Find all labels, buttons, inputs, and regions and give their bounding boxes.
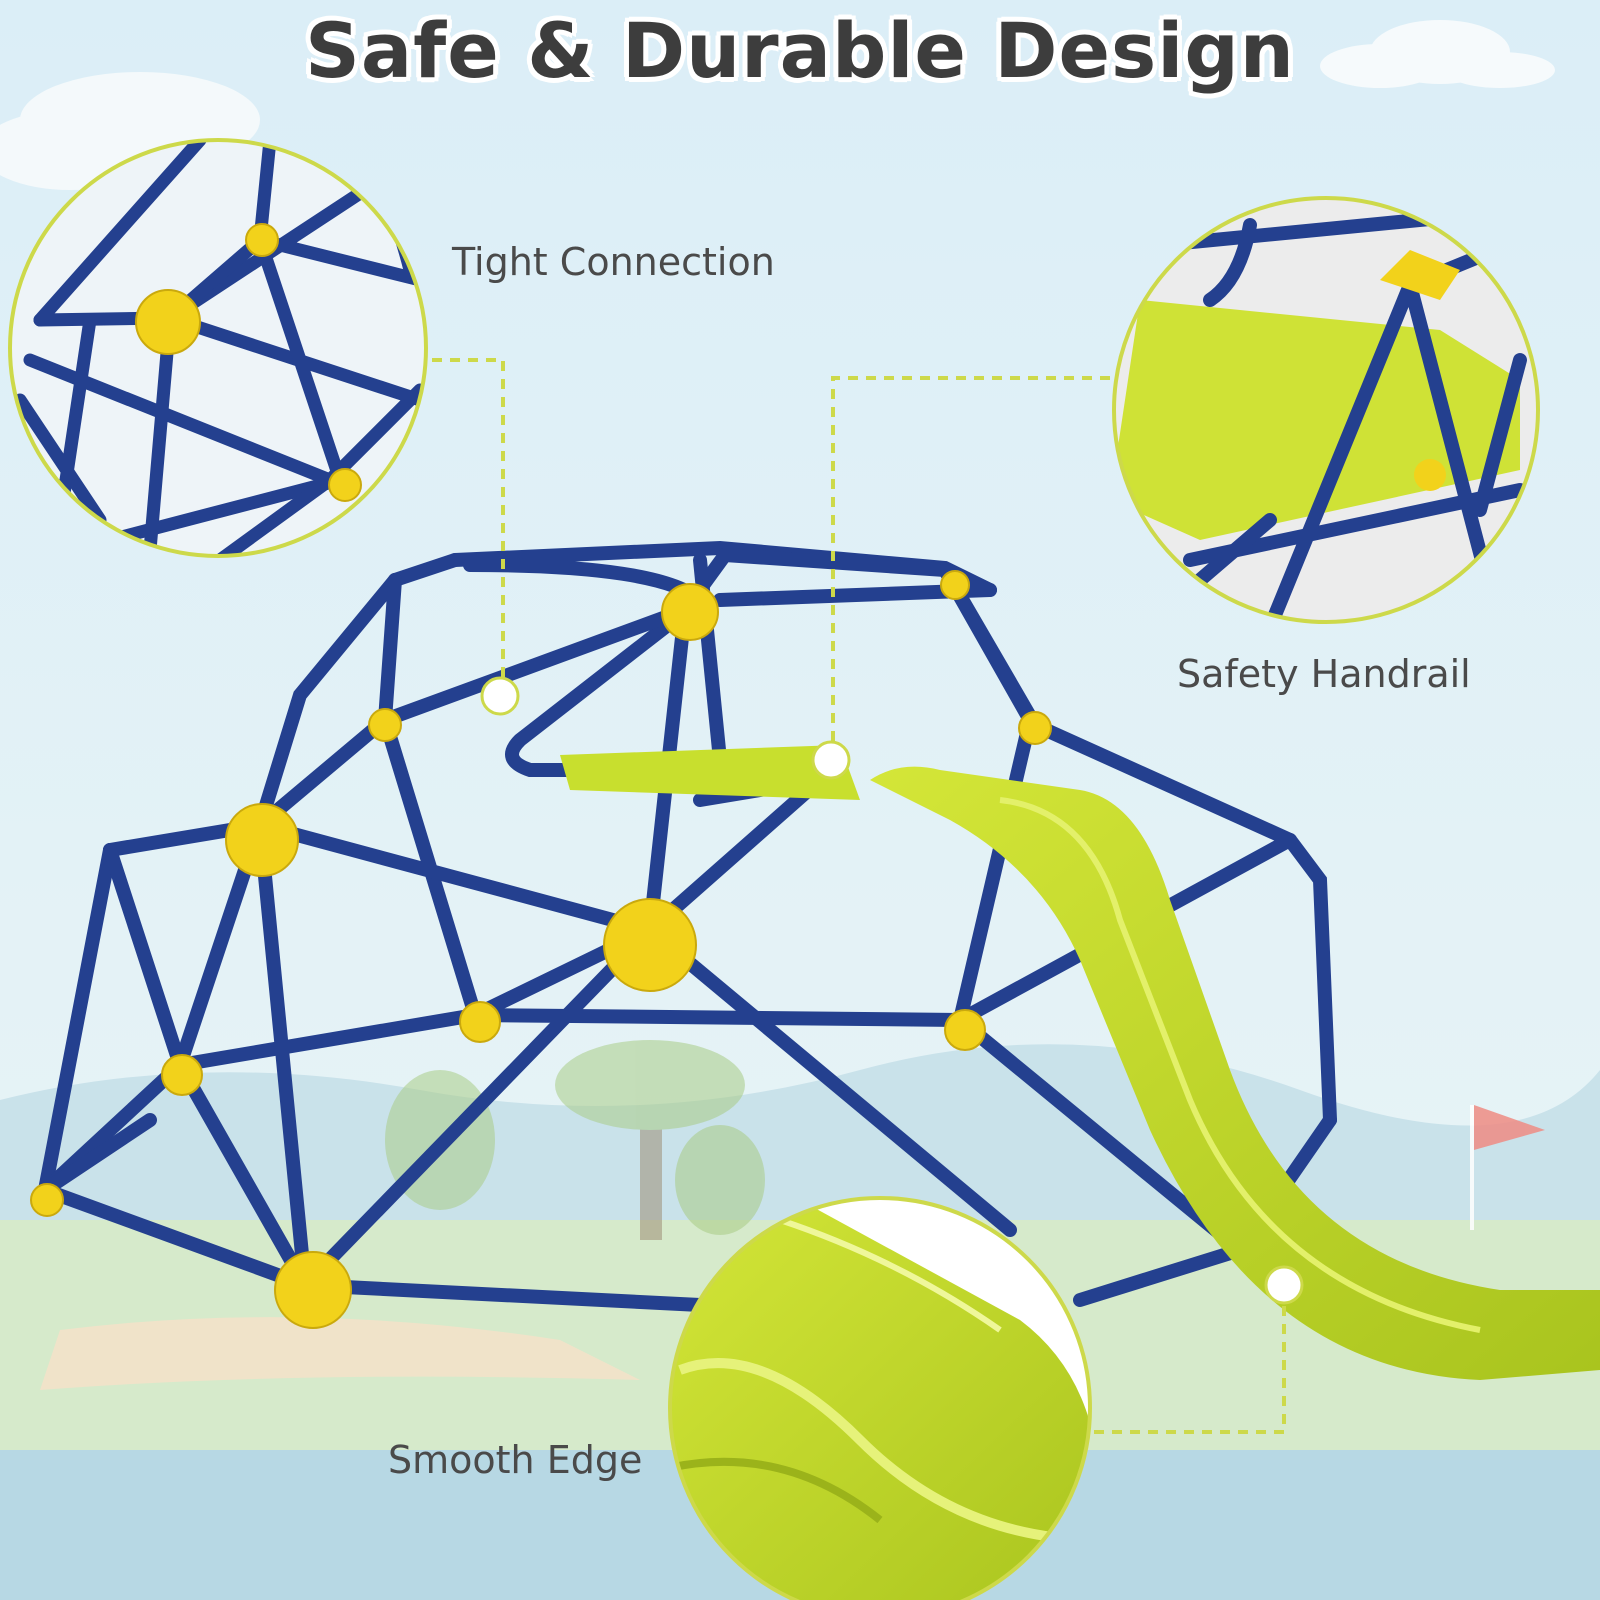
callout-lines xyxy=(432,358,1286,1434)
callout-dot xyxy=(480,676,520,716)
joint-icon xyxy=(661,583,719,641)
joint-icon xyxy=(368,708,402,742)
joint-icon xyxy=(940,570,970,600)
callout-label-safety-handrail: Safety Handrail xyxy=(1177,652,1471,696)
callout-label-tight-connection: Tight Connection xyxy=(452,240,775,284)
callout-label-smooth-edge: Smooth Edge xyxy=(388,1438,643,1482)
callout-dot xyxy=(811,740,851,780)
zoom-circle-safety-handrail xyxy=(1112,196,1540,624)
joint-icon xyxy=(944,1009,986,1051)
callout-line-handrail xyxy=(831,376,1110,755)
callout-dots xyxy=(480,676,1304,1305)
slide xyxy=(870,766,1600,1380)
callout-dot xyxy=(1264,1265,1304,1305)
joint-icon xyxy=(1018,711,1052,745)
joint-icon xyxy=(225,803,299,877)
joint-icon xyxy=(328,468,362,502)
joint-icon xyxy=(30,1183,64,1217)
joint-icon xyxy=(135,289,201,355)
path xyxy=(40,1317,640,1390)
joint-icon xyxy=(459,1001,501,1043)
joint-icon xyxy=(161,1054,203,1096)
page-title: Safe & Durable Design xyxy=(305,6,1295,95)
platform-seat xyxy=(560,745,860,800)
callout-line-tight xyxy=(432,358,505,690)
joint-connectors xyxy=(30,570,1052,1329)
golf-flag-icon xyxy=(1470,1105,1545,1230)
cloud-right xyxy=(1320,20,1555,88)
joint-icon xyxy=(1414,459,1446,491)
joint-icon xyxy=(274,1251,352,1329)
zoom-circle-smooth-edge xyxy=(668,1196,1092,1600)
joint-icon xyxy=(603,898,697,992)
joint-icon xyxy=(245,223,279,257)
zoom-circle-tight-connection xyxy=(8,138,428,558)
callout-line-smooth xyxy=(1094,1290,1286,1434)
